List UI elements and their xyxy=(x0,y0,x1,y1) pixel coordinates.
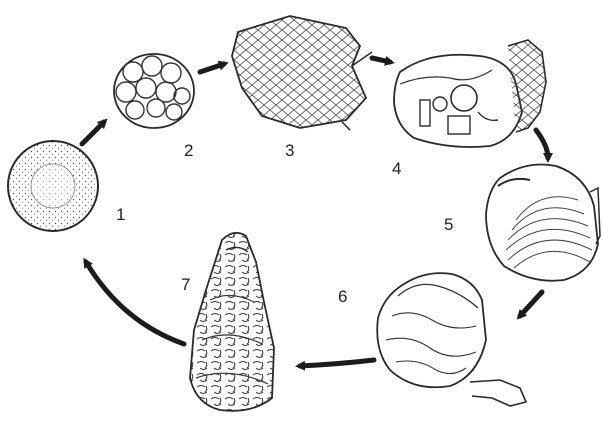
arrow-5-to-6 xyxy=(520,292,542,316)
arrow-3-to-4 xyxy=(372,58,390,62)
stage-1-egg: 1 xyxy=(8,141,125,231)
stage-label-2: 2 xyxy=(184,141,193,160)
veliger-larva-icon xyxy=(394,40,546,147)
stage-label-7: 7 xyxy=(181,275,190,294)
settled-spat-icon xyxy=(377,273,526,406)
arrow-7-to-1 xyxy=(86,262,184,344)
stage-label-4: 4 xyxy=(392,159,401,178)
arrow-4-to-5 xyxy=(536,130,548,158)
stage-label-1: 1 xyxy=(116,205,125,224)
stage-3-trochophore: 3 xyxy=(232,16,372,160)
pediveliger-shell-icon xyxy=(486,165,600,281)
stage-5-pediveliger: 5 xyxy=(444,165,600,281)
trochophore-larva-icon xyxy=(232,16,372,130)
arrow-1-to-2 xyxy=(82,122,104,144)
arrow-6-to-7 xyxy=(300,360,374,366)
stage-label-6: 6 xyxy=(338,287,347,306)
stage-label-5: 5 xyxy=(444,215,453,234)
stage-label-3: 3 xyxy=(285,141,294,160)
stage-7-adult: 7 xyxy=(181,233,274,411)
cell-cluster-icon xyxy=(114,54,194,128)
stage-6-spat: 6 xyxy=(338,273,526,406)
adult-oyster-icon xyxy=(190,233,274,411)
egg-icon xyxy=(8,141,98,231)
stage-4-veliger: 4 xyxy=(392,40,546,178)
arrow-2-to-3 xyxy=(200,64,224,72)
stage-2-cell-cluster: 2 xyxy=(114,54,194,160)
